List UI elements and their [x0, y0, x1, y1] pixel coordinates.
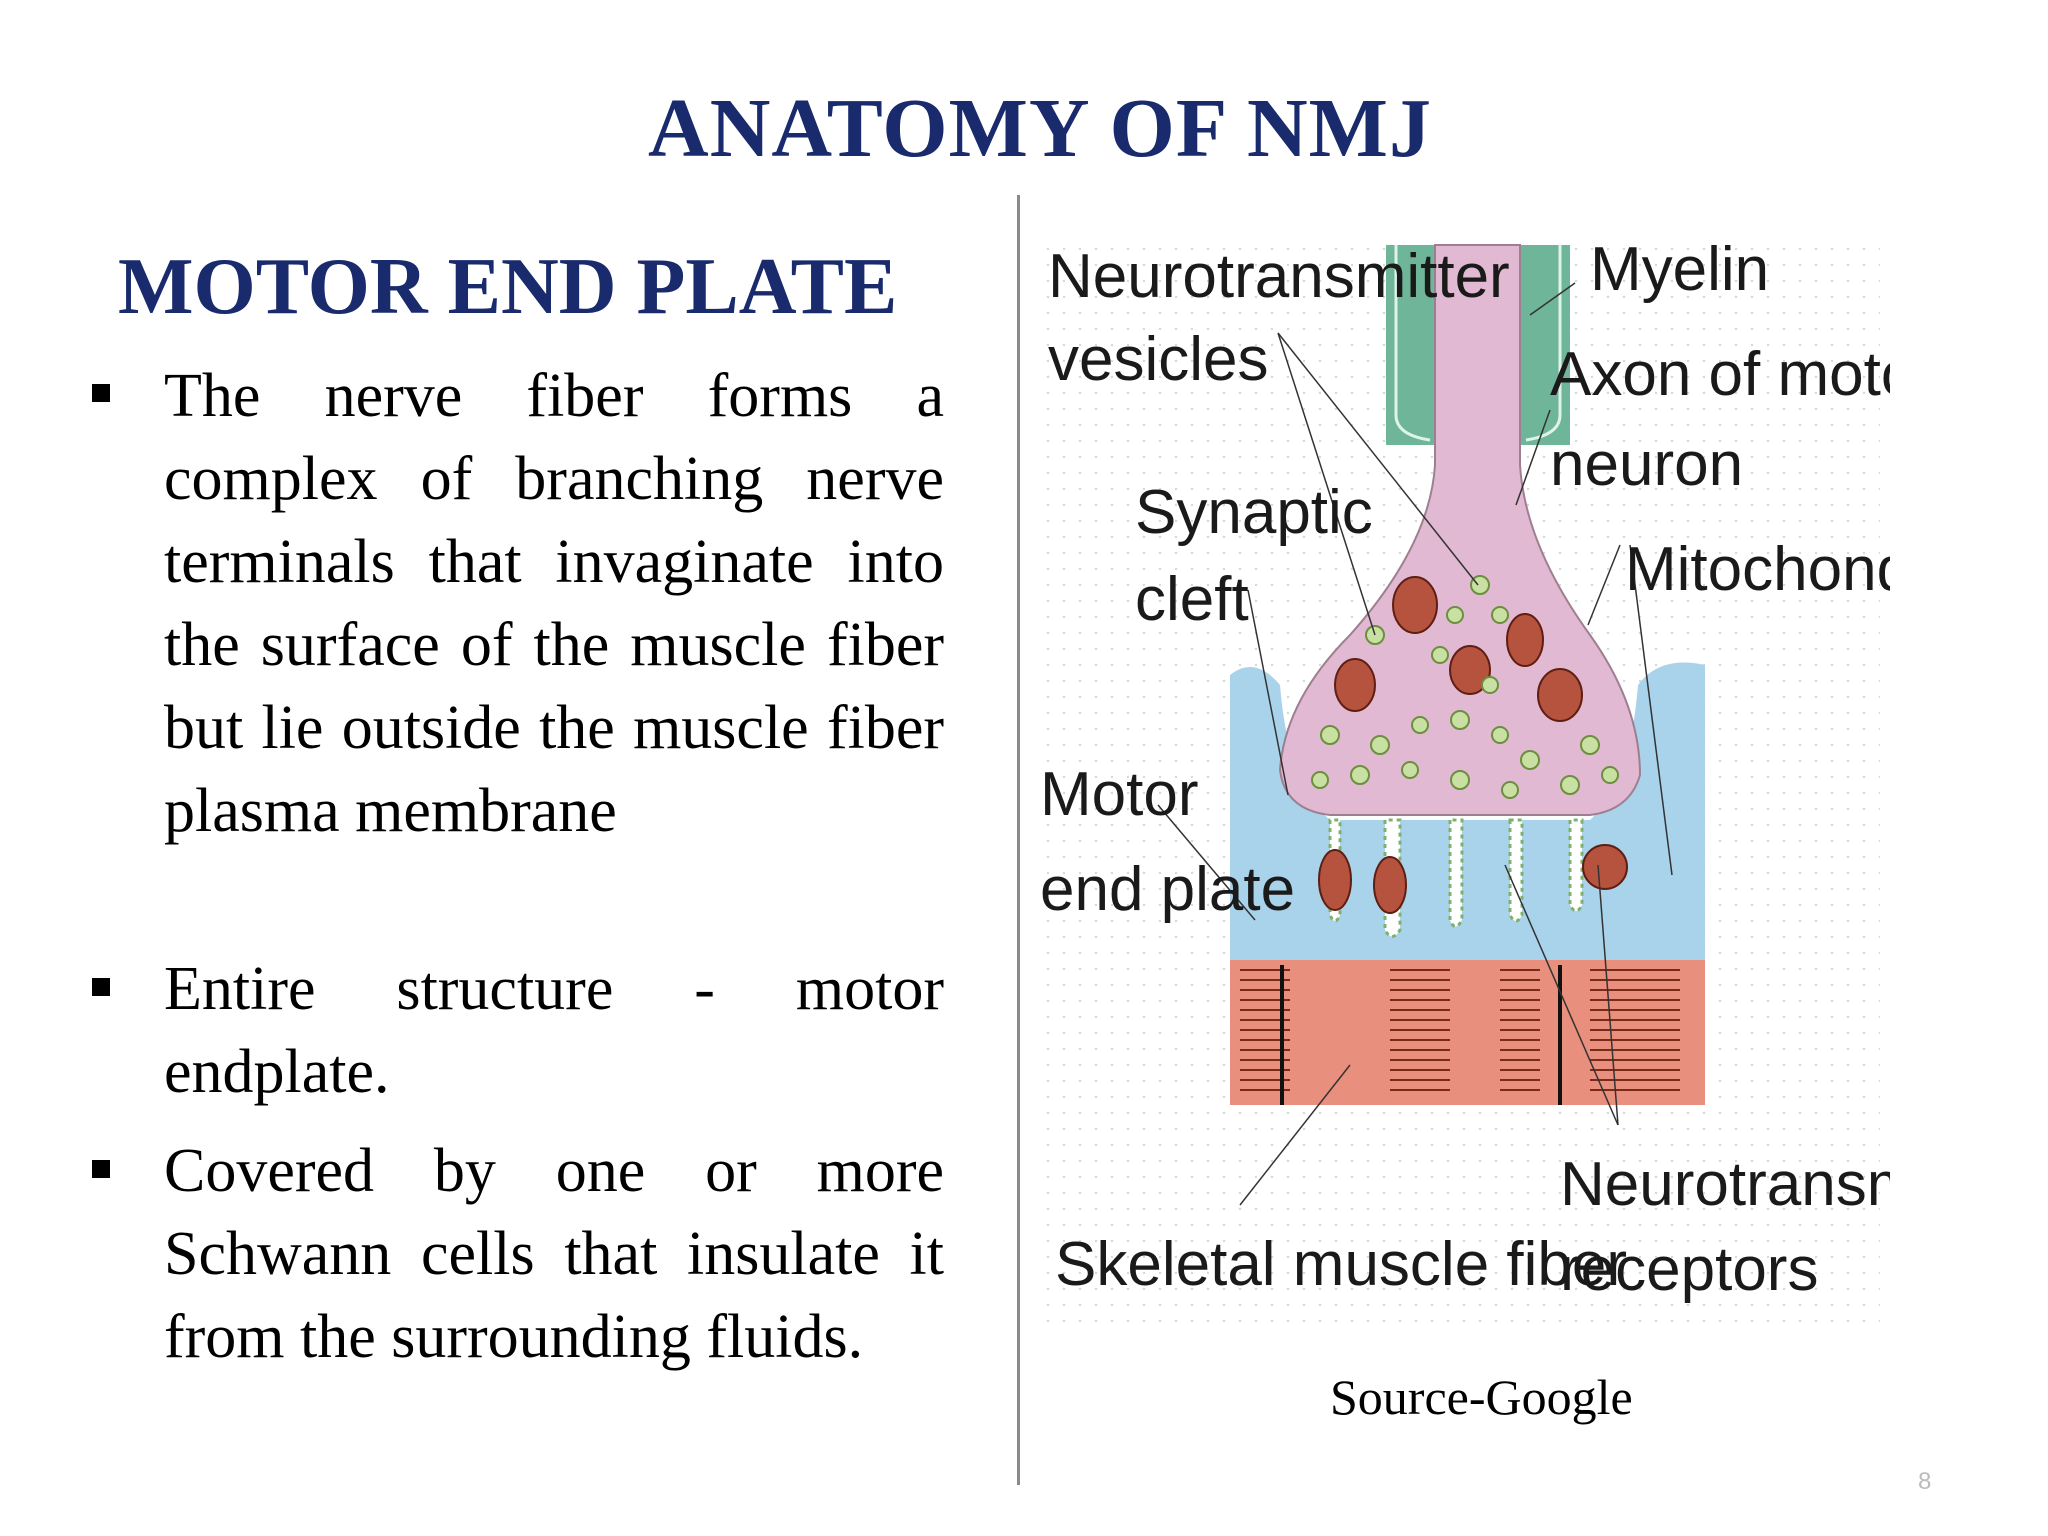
- label-neurotransmitter-vesicles: vesicles: [1048, 325, 1269, 394]
- myelin-sheath: [1386, 245, 1570, 445]
- section-heading: MOTOR END PLATE: [118, 243, 898, 331]
- junctional-folds: [1328, 818, 1584, 938]
- page-number: 8: [1918, 1468, 1932, 1495]
- column-divider: [1017, 195, 1020, 1485]
- label-motor-end-plate: Motor: [1040, 760, 1198, 829]
- bullet-text: The nerve fiber forms a complex of branc…: [164, 362, 944, 845]
- synaptic-vesicles: [1311, 575, 1619, 799]
- label-neurotransmitter-receptors: receptors: [1560, 1235, 1818, 1304]
- label-myelin: Myelin: [1590, 235, 1769, 304]
- image-source-caption: Source-Google: [1330, 1369, 1633, 1425]
- bullet-square-icon: [92, 1160, 110, 1178]
- skeletal-muscle-fiber: [1230, 960, 1705, 1105]
- bullet-text: Covered by one or more Schwann cells tha…: [164, 1137, 944, 1371]
- label-skeletal-muscle-fiber: Skeletal muscle fiber: [1055, 1230, 1627, 1299]
- label-synaptic-cleft: cleft: [1135, 565, 1249, 634]
- label-mitochondria: Mitochondria: [1625, 535, 1890, 604]
- label-axon-of-motor-neuron: neuron: [1550, 430, 1743, 499]
- label-neurotransmitter-receptors: Neurotransmitter: [1560, 1150, 1890, 1219]
- label-motor-end-plate: end plate: [1040, 855, 1295, 924]
- mitochondria: [1318, 576, 1628, 914]
- bullet-text: Entire structure - motor endplate.: [164, 955, 944, 1106]
- label-synaptic-cleft: Synaptic: [1135, 478, 1373, 547]
- slide-title: ANATOMY OF NMJ: [648, 82, 1432, 175]
- bullet-square-icon: [92, 384, 110, 402]
- label-axon-of-motor-neuron: Axon of motor: [1550, 340, 1890, 409]
- nmj-diagram: Neurotransmitter vesicles Myelin Axon of…: [1040, 235, 1890, 1335]
- label-neurotransmitter-vesicles: Neurotransmitter: [1048, 242, 1510, 311]
- label-pointer-lines: [1157, 282, 1673, 1206]
- bullet-square-icon: [92, 978, 110, 996]
